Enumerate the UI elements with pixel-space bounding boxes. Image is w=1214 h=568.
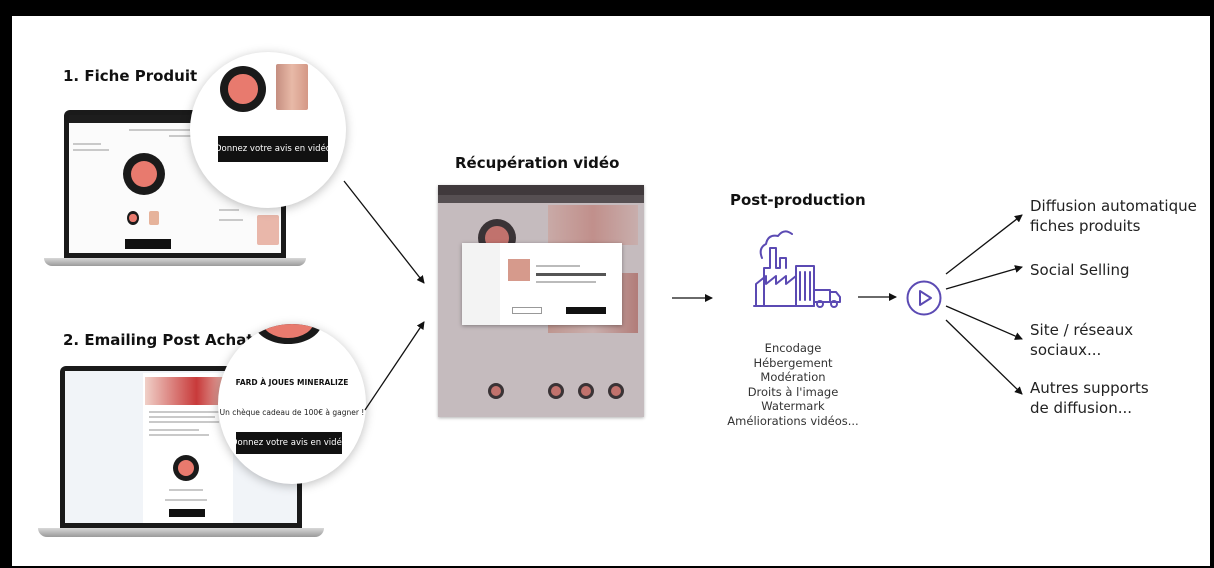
- arrow-fiche-to-recuperation: [343, 180, 425, 284]
- site-header-bar: [69, 115, 281, 123]
- recuperation-screenshot: [438, 185, 644, 417]
- zoom-product-image: [220, 66, 266, 112]
- arrow-play-to-social-selling: [945, 265, 1023, 290]
- output-social-selling: Social Selling: [1030, 261, 1130, 279]
- fiche-produit-cta-button: Donnez votre avis en vidéo: [215, 136, 331, 162]
- emailing-zoom-circle: FARD À JOUES MINERALIZE Un chèque cadeau…: [218, 324, 366, 484]
- recuperation-title: Récupération vidéo: [455, 154, 620, 172]
- output-diffusion-automatique: Diffusion automatique fiches produits: [1030, 197, 1197, 235]
- step-hebergement: Hébergement: [753, 355, 833, 370]
- post-production-title: Post-production: [730, 191, 866, 209]
- emailing-title: 2. Emailing Post Achat: [63, 331, 254, 349]
- arrow-play-to-autres-supports: [945, 319, 1023, 395]
- factory-truck-icon: [753, 230, 841, 308]
- fiche-produit-laptop-base: [44, 258, 306, 266]
- post-production-steps: Encodage Hébergement Modération Droits à…: [718, 341, 868, 428]
- step-ameliorations: Améliorations vidéos...: [727, 413, 859, 428]
- product-thumbnail: [127, 211, 139, 225]
- play-circle-icon: [906, 280, 942, 316]
- email-product-image: [173, 455, 199, 481]
- arrow-play-to-diffusion: [945, 214, 1023, 275]
- fiche-produit-title: 1. Fiche Produit: [63, 67, 198, 85]
- email-product-name: FARD À JOUES MINERALIZE: [235, 378, 349, 387]
- output-autres-supports: Autres supports de diffusion...: [1030, 379, 1149, 417]
- emailing-laptop-base: [38, 528, 324, 537]
- output-site-reseaux: Site / réseaux sociaux...: [1030, 321, 1134, 359]
- upload-modal: [462, 243, 622, 325]
- fiche-produit-zoom-circle: Donnez votre avis en vidéo: [190, 52, 346, 208]
- emailing-cta-button: Donnez votre avis en vidéo: [231, 432, 347, 454]
- product-cta-button: [125, 239, 171, 249]
- step-moderation: Modération: [760, 370, 826, 384]
- zoom-swatches: [276, 64, 308, 110]
- step-encodage: Encodage: [764, 341, 822, 355]
- product-image: [123, 153, 165, 195]
- arrow-play-to-site-reseaux: [945, 305, 1023, 340]
- step-droits-image: Droits à l'image: [747, 384, 839, 399]
- email-offer-text: Un chèque cadeau de 100€ à gagner !: [219, 408, 365, 417]
- step-watermark: Watermark: [761, 399, 825, 413]
- arrow-emailing-to-recuperation: [364, 321, 425, 411]
